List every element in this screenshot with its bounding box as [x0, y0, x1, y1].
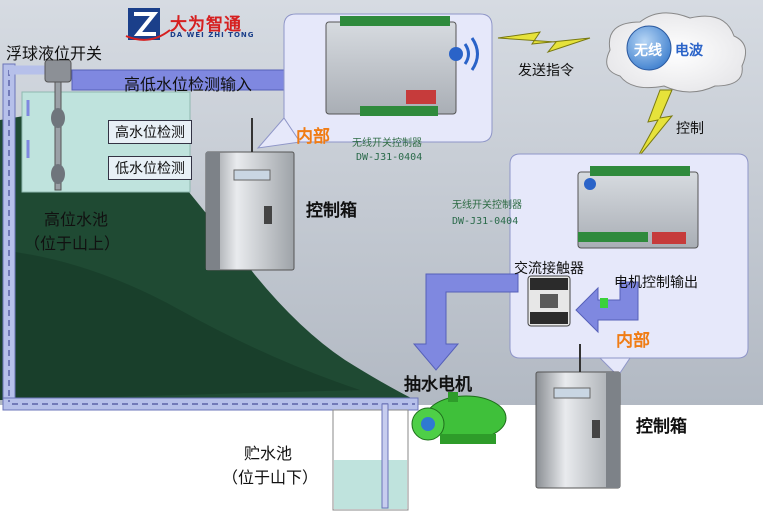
wireless-label-2: 电波: [675, 43, 703, 59]
float-switch-rod: [54, 81, 62, 191]
pump-motor-label: 抽水电机: [404, 375, 472, 395]
control-box-1-label-text: 控制箱: [306, 201, 357, 221]
control-label: 控制: [676, 121, 704, 137]
wireless-circle: [626, 25, 672, 71]
mountain-shade: [0, 250, 360, 400]
antenna-dot-1: [449, 47, 463, 61]
control-box-2-label: [553, 387, 591, 399]
controller-board-1: [325, 21, 457, 115]
lower-pool-sublabel: （位于山下）: [222, 468, 319, 487]
suction-pipe: [381, 403, 389, 509]
float-ball-lower: [51, 164, 65, 184]
lower-pool-water: [334, 460, 407, 509]
controller-terminals-1b: [360, 106, 438, 116]
wireless-wave-1b: [470, 37, 479, 71]
antenna-dot-2: [584, 178, 596, 190]
float-switch-label: 浮球液位开关: [6, 44, 103, 63]
controller-chip-2: [652, 232, 686, 244]
send-command-label: 发送指令: [518, 63, 574, 79]
ac-contactor-top: [530, 278, 568, 290]
control-box-1-label: [233, 169, 271, 181]
lower-pool-label: 贮水池: [244, 444, 293, 463]
ac-contactor-label: 交流接触器: [514, 261, 584, 277]
controller-name-1: 无线开关控制器: [352, 138, 422, 149]
control-box-2-side: [606, 372, 620, 488]
pump-inlet: [421, 417, 435, 431]
logo-english-text: DA WEI ZHI TONG: [170, 31, 255, 39]
upper-pool-label: 高位水池: [44, 210, 109, 229]
callout-bottom-tail: [598, 357, 631, 377]
inner-label-1: 内部: [296, 127, 330, 147]
motor-output-label: 电机控制输出: [614, 275, 698, 291]
wireless-wave-1a: [463, 43, 470, 65]
logo-z: [133, 12, 159, 36]
logo-swoosh: [125, 29, 171, 41]
contactor-to-pump-arrow: [412, 273, 519, 371]
high-level-label: 高水位检测: [108, 120, 192, 144]
controller-model-2: DW-J31-0404: [452, 216, 519, 227]
control-box-2-label-text: 控制箱: [636, 417, 687, 437]
control-box-1-side: [206, 152, 220, 270]
controller-terminals-2a: [590, 166, 690, 176]
controller-terminals-2b: [578, 232, 648, 242]
float-ball-upper: [51, 108, 65, 128]
controller-name-2: 无线开关控制器: [452, 200, 522, 211]
control-box-2-handle: [592, 420, 600, 438]
ac-contactor-bottom: [530, 312, 568, 324]
callout-top-tail: [256, 117, 301, 149]
lightning-bolt-2: [635, 89, 674, 161]
ac-contactor-window: [540, 294, 558, 308]
wireless-label-1: 无线: [634, 43, 662, 59]
green-indicator: [600, 298, 608, 308]
logo-chinese-text: 大为智通: [170, 15, 242, 35]
input-arrow-label: 高低水位检测输入: [124, 75, 253, 94]
controller-terminals-1a: [340, 16, 450, 26]
control-box-1-handle: [264, 206, 272, 224]
controller-chip-1: [406, 90, 436, 104]
controller-model-1: DW-J31-0404: [356, 152, 423, 163]
pump-base: [440, 434, 496, 444]
pump-outlet: [448, 392, 458, 402]
bottom-pipe: [2, 397, 419, 411]
upper-pool-sublabel: （位于山上）: [24, 234, 121, 253]
inner-label-2: 内部: [616, 331, 650, 351]
low-level-label: 低水位检测: [108, 156, 192, 180]
lightning-bolt-1: [497, 31, 591, 54]
